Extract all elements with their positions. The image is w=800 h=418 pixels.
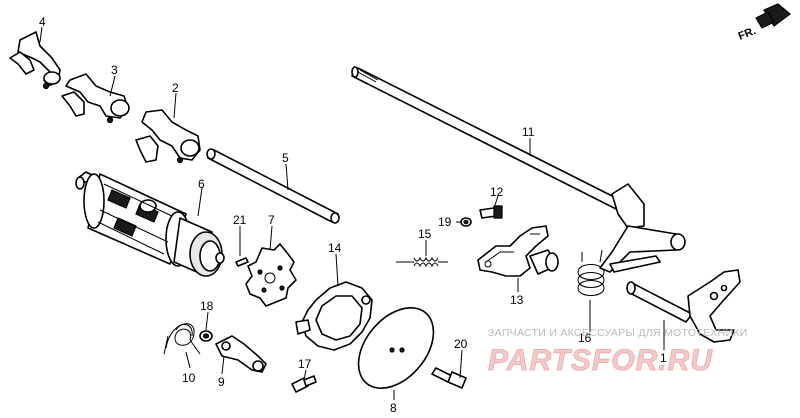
part-14-stopper-plate[interactable] bbox=[295, 281, 373, 351]
callout-8: 8 bbox=[390, 401, 397, 415]
part-19-washer[interactable] bbox=[460, 217, 472, 227]
callout-17: 17 bbox=[298, 357, 312, 371]
callout-15: 15 bbox=[418, 227, 432, 241]
part-17-bolt[interactable] bbox=[291, 375, 317, 393]
part-9-stopper-arm[interactable] bbox=[215, 335, 267, 373]
part-12-bolt[interactable] bbox=[479, 205, 503, 219]
part-6-shift-drum[interactable] bbox=[75, 171, 225, 277]
callout-9: 9 bbox=[218, 375, 225, 389]
part-20-bolt[interactable] bbox=[431, 367, 467, 389]
direction-marker-label: FR. bbox=[737, 25, 758, 43]
leader-lines bbox=[39, 26, 665, 400]
part-16-coil-spring[interactable] bbox=[577, 249, 605, 296]
part-18-washer[interactable] bbox=[199, 330, 213, 342]
callout-21: 21 bbox=[233, 213, 247, 227]
callout-2: 2 bbox=[172, 81, 179, 95]
part-4-shift-fork[interactable] bbox=[9, 31, 61, 90]
part-5-fork-shaft[interactable] bbox=[206, 148, 340, 224]
watermark: ЗАПЧАСТИ И АКСЕССУАРЫ ДЛЯ МОТОТЕХНИКИ PA… bbox=[488, 327, 748, 377]
direction-marker: FR. bbox=[737, 3, 791, 43]
part-8-gasket-plate[interactable] bbox=[343, 293, 448, 402]
callout-12: 12 bbox=[490, 185, 504, 199]
part-2-shift-fork[interactable] bbox=[135, 109, 201, 164]
watermark-logo: PARTSFOR.RU bbox=[488, 344, 713, 377]
callout-6: 6 bbox=[198, 177, 205, 191]
callout-5: 5 bbox=[282, 151, 289, 165]
part-10-return-spring[interactable] bbox=[163, 323, 201, 355]
watermark-tagline: ЗАПЧАСТИ И АКСЕССУАРЫ ДЛЯ МОТОТЕХНИКИ bbox=[488, 327, 748, 339]
part-21-dowel-pin[interactable] bbox=[235, 257, 249, 267]
callout-10: 10 bbox=[182, 371, 196, 385]
callout-4: 4 bbox=[39, 15, 46, 29]
part-11-gearshift-spindle[interactable] bbox=[351, 66, 741, 343]
part-3-shift-fork[interactable] bbox=[61, 73, 130, 124]
callout-14: 14 bbox=[328, 241, 342, 255]
callout-18: 18 bbox=[200, 299, 214, 313]
callout-7: 7 bbox=[268, 213, 275, 227]
part-13-shift-arm[interactable] bbox=[477, 225, 559, 277]
callout-16: 16 bbox=[578, 331, 592, 345]
callout-20: 20 bbox=[454, 337, 468, 351]
callout-1: 1 bbox=[660, 351, 667, 365]
part-7-drum-center[interactable] bbox=[245, 243, 297, 307]
callout-13: 13 bbox=[510, 293, 524, 307]
callouts: 4 3 2 5 6 21 7 14 15 11 12 19 13 16 1 18… bbox=[39, 15, 667, 415]
callout-11: 11 bbox=[522, 125, 535, 139]
part-15-spring[interactable] bbox=[396, 256, 448, 268]
callout-19: 19 bbox=[438, 215, 452, 229]
callout-3: 3 bbox=[111, 63, 118, 77]
